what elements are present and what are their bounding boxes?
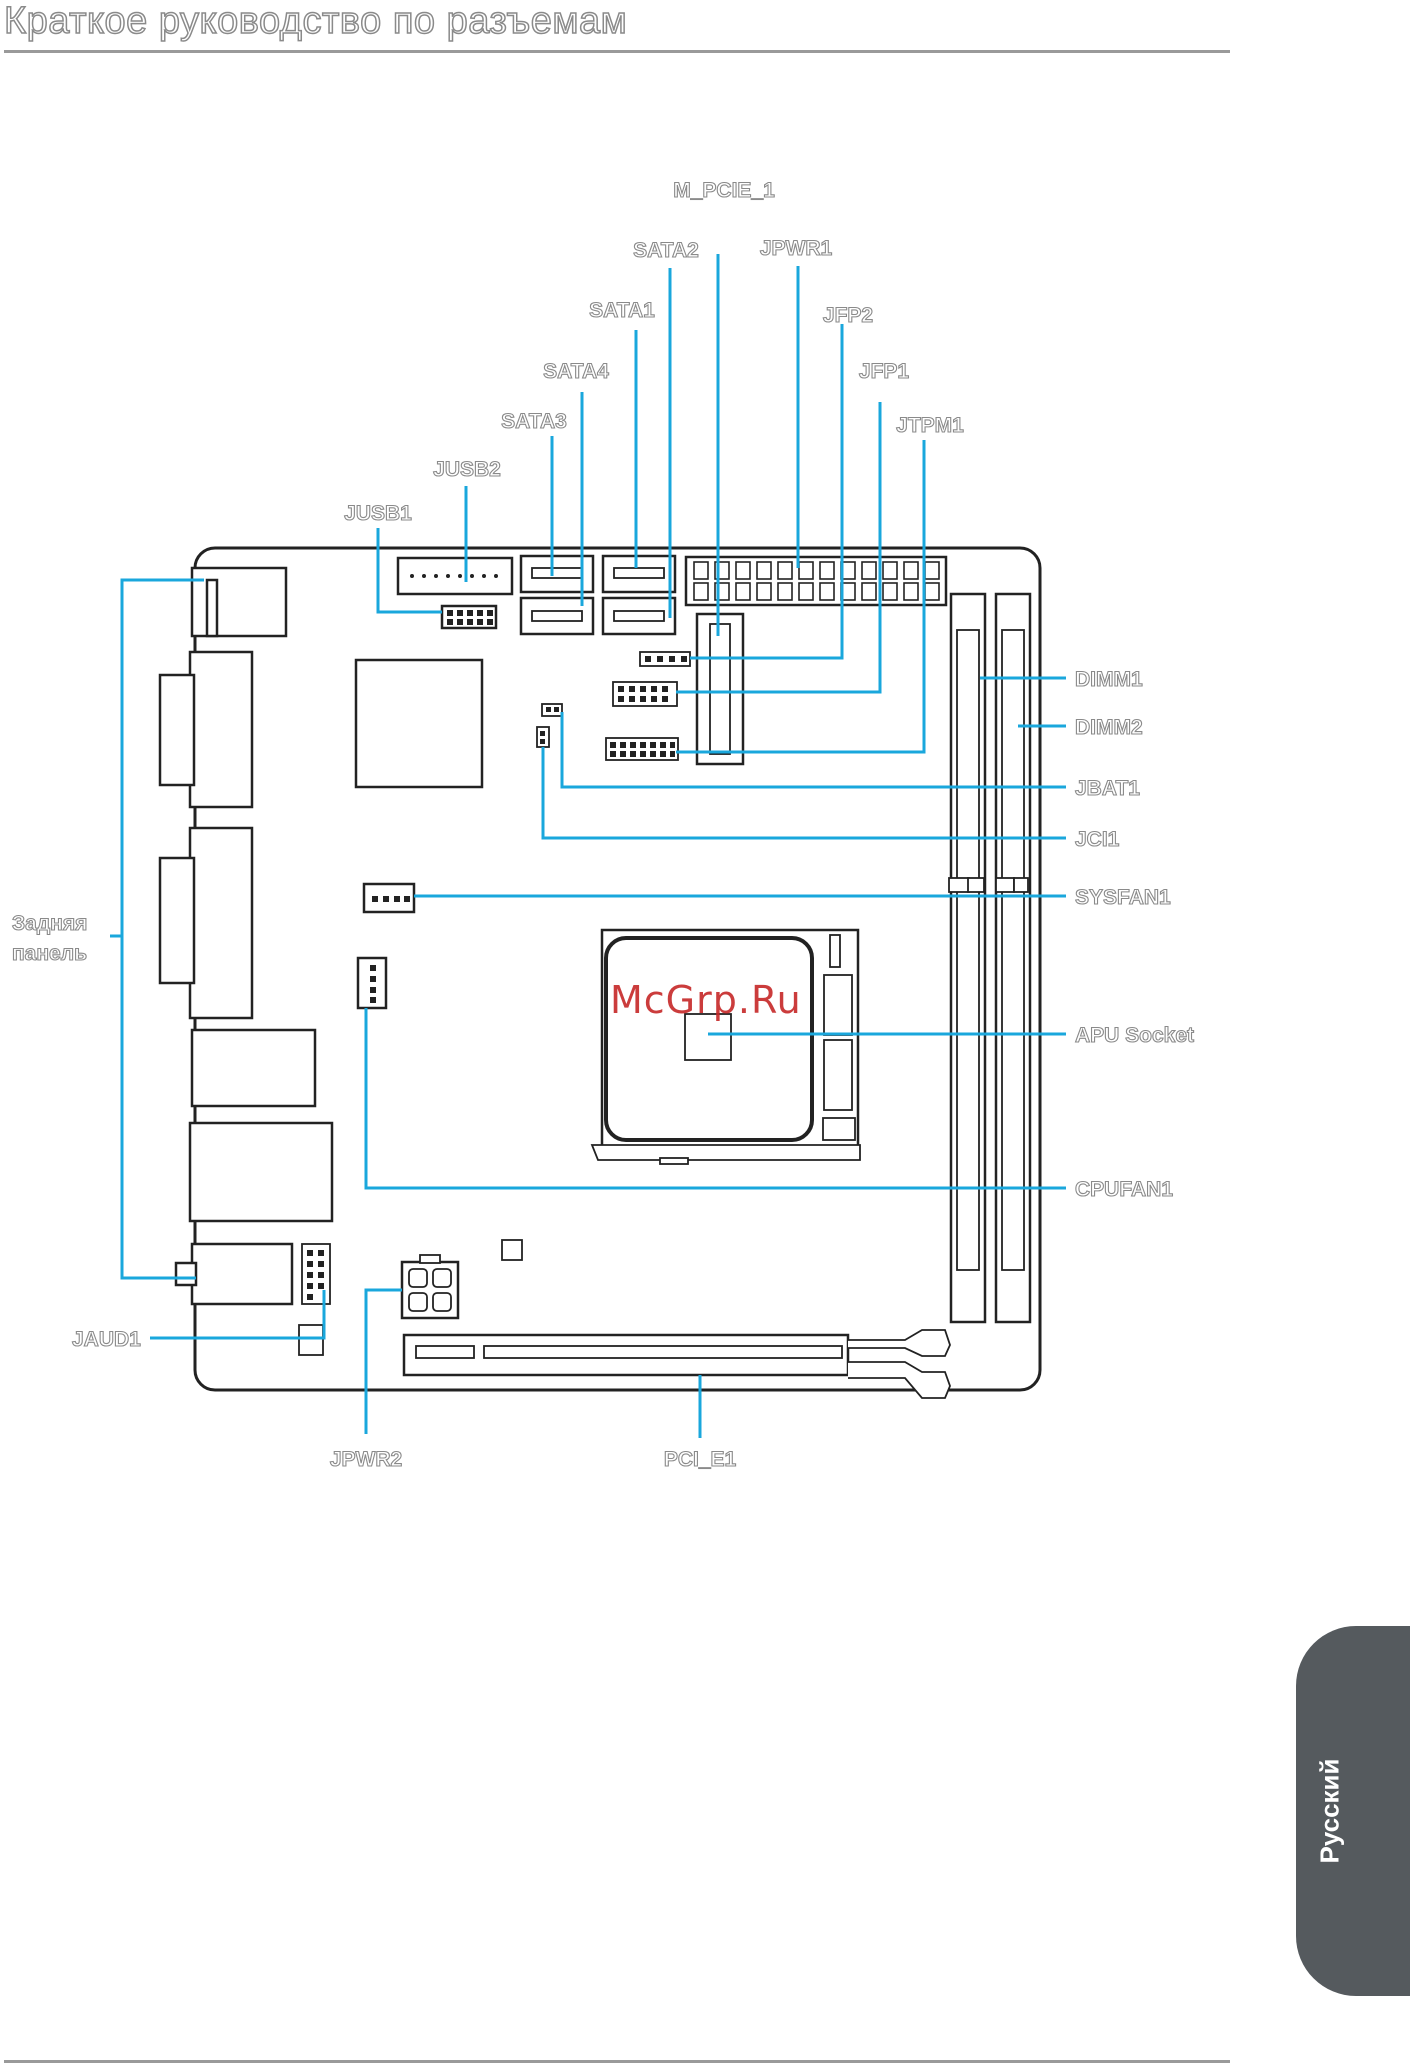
jpwr2-connector	[402, 1255, 458, 1318]
label-jusb2: JUSB2	[433, 458, 501, 481]
label-sata1: SATA1	[589, 299, 655, 322]
label-jusb1: JUSB1	[344, 502, 412, 525]
label-rear-panel-line2: панель	[12, 942, 87, 965]
label-m-pcie-1: M_PCIE_1	[673, 179, 775, 202]
label-sata3: SATA3	[501, 410, 567, 433]
language-tab	[1296, 1626, 1410, 1996]
language-tab-label: Русский	[1315, 1758, 1346, 1863]
label-dimm2: DIMM2	[1075, 716, 1143, 739]
label-sata4: SATA4	[543, 360, 609, 383]
chipset	[356, 660, 482, 787]
label-cpufan1: CPUFAN1	[1075, 1178, 1173, 1201]
label-rear-panel-line1: Задняя	[12, 912, 87, 935]
label-jpwr2: JPWR2	[330, 1448, 402, 1471]
label-jbat1: JBAT1	[1075, 777, 1140, 800]
label-apu-socket: APU Socket	[1075, 1024, 1194, 1047]
label-jtpm1: JTPM1	[896, 414, 964, 437]
apu-socket	[592, 930, 860, 1164]
jfp1-connector	[613, 682, 677, 706]
watermark: McGrp.Ru	[610, 978, 802, 1022]
label-jfp2: JFP2	[823, 304, 873, 327]
label-jci1: JCI1	[1075, 828, 1120, 851]
label-sata2: SATA2	[633, 239, 699, 262]
label-jfp1: JFP1	[859, 360, 910, 383]
label-dimm1: DIMM1	[1075, 668, 1143, 691]
label-jaud1: JAUD1	[72, 1328, 141, 1351]
label-pci-e1: PCI_E1	[664, 1448, 737, 1471]
bottom-divider	[4, 2060, 1230, 2063]
label-jpwr1: JPWR1	[760, 237, 833, 260]
small-chip	[502, 1240, 522, 1260]
label-sysfan1: SYSFAN1	[1075, 886, 1171, 909]
